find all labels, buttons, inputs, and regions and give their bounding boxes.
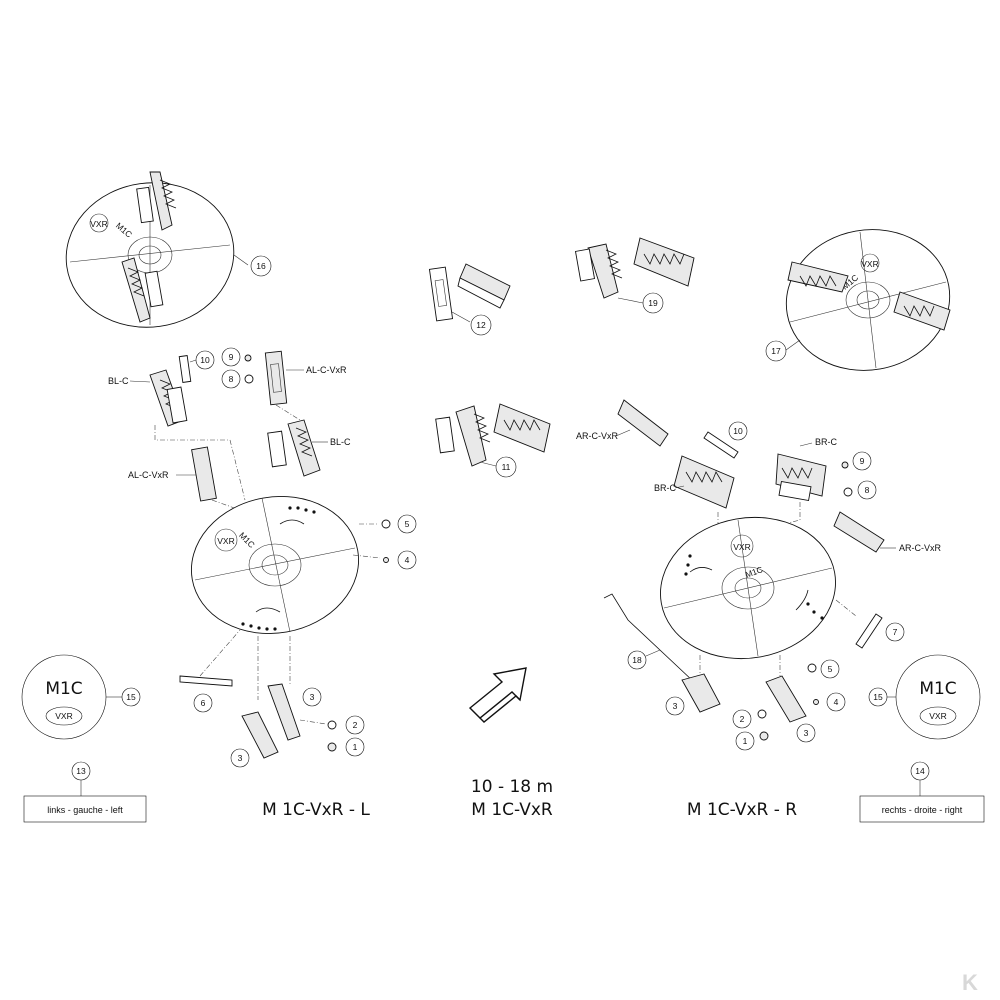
callout-14-label: 14 xyxy=(915,766,925,776)
title-center-top: 10 - 18 m xyxy=(471,777,553,797)
assembled-disc-left: VXR M1C 16 xyxy=(65,171,272,328)
disc-brand-mark-right: VXR xyxy=(861,259,878,269)
callout-l10 xyxy=(195,350,215,370)
label-ar-c-vxr-right-2: AR-C-VxR xyxy=(899,543,941,553)
label-bl-c-left-1: BL-C xyxy=(108,376,129,386)
disc-mark-left-variant: VXR xyxy=(217,536,234,546)
callout-16 xyxy=(250,255,272,277)
blade-set-11: 11 xyxy=(435,403,551,478)
title-left: M 1C-VxR - L xyxy=(262,800,370,820)
callout-r3b-label: 3 xyxy=(804,728,809,738)
callout-11-label: 11 xyxy=(502,462,511,472)
side-label-left-text: links - gauche - left xyxy=(47,805,123,815)
callout-11 xyxy=(495,456,517,478)
callout-l3b-label: 3 xyxy=(238,753,243,763)
disc-mark-right-variant: VXR xyxy=(733,542,750,552)
badge-left-model: M1C xyxy=(45,679,82,699)
blade-set-12: 12 xyxy=(428,263,511,336)
callout-l1-label: 1 xyxy=(353,742,358,752)
blade-set-19: 19 xyxy=(574,237,695,314)
side-label-right-text: rechts - droite - right xyxy=(882,805,963,815)
callout-12-label: 12 xyxy=(476,320,486,330)
callout-l3a-label: 3 xyxy=(310,692,315,702)
callout-r5-label: 5 xyxy=(828,664,833,674)
callout-19 xyxy=(642,292,664,314)
badge-right: M1C VXR 15 xyxy=(868,654,981,740)
callout-15-right xyxy=(868,687,888,707)
callout-l2-label: 2 xyxy=(353,720,358,730)
badge-left-variant: VXR xyxy=(55,711,72,721)
callout-l3b xyxy=(230,748,250,768)
side-label-right: 14 rechts - droite - right xyxy=(859,761,985,823)
callout-r1 xyxy=(735,731,755,751)
callout-r9-label: 9 xyxy=(860,456,865,466)
callout-l10-label: 10 xyxy=(200,355,210,365)
callout-15-right-label: 15 xyxy=(873,692,883,702)
callout-17-label: 17 xyxy=(771,346,781,356)
label-al-c-vxr-left-1: AL-C-VxR xyxy=(306,365,347,375)
callout-r7 xyxy=(885,622,905,642)
callout-r4-label: 4 xyxy=(834,697,839,707)
callout-l6 xyxy=(193,693,213,713)
left-exploded-assembly: BL-C 10 9 8 AL-C-VxR BL-C AL-C-VxR xyxy=(108,347,417,768)
badge-right-model: M1C xyxy=(919,679,956,699)
callout-l3a xyxy=(302,687,322,707)
callout-r7-label: 7 xyxy=(893,627,898,637)
callout-r4 xyxy=(826,692,846,712)
callout-l5-label: 5 xyxy=(405,519,410,529)
callout-r3a xyxy=(665,696,685,716)
label-br-c-right-2: BR-C xyxy=(815,437,837,447)
label-bl-c-left-2: BL-C xyxy=(330,437,351,447)
callout-l4-label: 4 xyxy=(405,555,410,565)
callout-15-left-label: 15 xyxy=(126,692,136,702)
callout-r1-label: 1 xyxy=(743,736,748,746)
callout-l8 xyxy=(221,369,241,389)
callout-r8-label: 8 xyxy=(865,485,870,495)
callout-17 xyxy=(765,340,787,362)
callout-15-left xyxy=(121,687,141,707)
side-label-left: 13 links - gauche - left xyxy=(23,761,147,823)
callout-r9 xyxy=(852,451,872,471)
right-exploded-assembly: AR-C-VxR 10 BR-C BR-C 9 8 AR-C-VxR xyxy=(576,399,941,751)
callout-r18 xyxy=(627,650,647,670)
label-br-c-right-1: BR-C xyxy=(654,483,676,493)
callout-r3b xyxy=(796,723,816,743)
callout-l8-label: 8 xyxy=(229,374,234,384)
callout-l4 xyxy=(397,550,417,570)
label-ar-c-vxr-right-1: AR-C-VxR xyxy=(576,431,618,441)
callout-16-label: 16 xyxy=(256,261,266,271)
disc-brand-mark: VXR xyxy=(90,219,107,229)
callout-l5 xyxy=(397,514,417,534)
assembled-disc-right: VXR M1C 17 xyxy=(765,229,951,371)
label-al-c-vxr-left-2: AL-C-VxR xyxy=(128,470,169,480)
callout-r2-label: 2 xyxy=(740,714,745,724)
title-right: M 1C-VxR - R xyxy=(687,800,797,820)
callout-l1 xyxy=(345,737,365,757)
badge-right-variant: VXR xyxy=(929,711,946,721)
direction-arrow xyxy=(468,667,527,723)
callout-r3a-label: 3 xyxy=(673,701,678,711)
callout-r10-label: 10 xyxy=(733,426,743,436)
watermark-logo: K xyxy=(962,970,978,995)
callout-r5 xyxy=(820,659,840,679)
callout-r18-label: 18 xyxy=(632,655,642,665)
callout-r10 xyxy=(728,421,748,441)
callout-l6-label: 6 xyxy=(201,698,206,708)
callout-19-label: 19 xyxy=(648,298,658,308)
callout-l9 xyxy=(221,347,241,367)
callout-l9-label: 9 xyxy=(229,352,234,362)
badge-left: M1C VXR 15 xyxy=(21,654,141,740)
callout-12 xyxy=(470,314,492,336)
callout-13-label: 13 xyxy=(76,766,86,776)
title-center-bottom: M 1C-VxR xyxy=(471,800,553,820)
callout-r2 xyxy=(732,709,752,729)
callout-r8 xyxy=(857,480,877,500)
callout-l2 xyxy=(345,715,365,735)
